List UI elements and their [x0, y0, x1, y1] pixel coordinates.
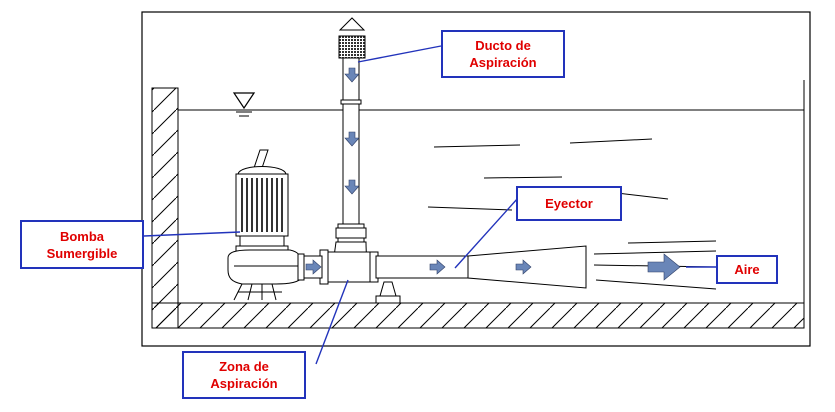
air-arrow-icon [647, 253, 681, 281]
right-arrow-icon [515, 259, 532, 275]
down-arrow-icon [344, 179, 360, 195]
ducto-label-line1: Ducto de [475, 38, 531, 53]
tank-wall-left [151, 87, 179, 329]
submersible-pump [227, 149, 323, 301]
right-arrow-icon [305, 259, 322, 275]
callout-eyector: Eyector [516, 186, 622, 221]
water-level-symbol [232, 92, 256, 117]
callout-aire: Aire [716, 255, 778, 284]
bomba-label-line1: Bomba [59, 228, 105, 244]
callout-ducto-aspiracion: Ducto de Aspiración [441, 30, 565, 78]
ducto-label-line2: Aspiración [469, 55, 537, 70]
flow-arrows [305, 67, 681, 281]
right-arrow-icon [429, 259, 446, 275]
down-arrow-icon [344, 131, 360, 147]
aire-label: Aire [734, 262, 760, 277]
callout-zona-aspiracion: Zona de Aspiración [182, 351, 306, 399]
bomba-label-line2: Sumergible [46, 245, 118, 261]
outer-frame [141, 11, 811, 347]
leader-lines [143, 45, 716, 365]
suction-duct [335, 17, 367, 243]
tank-floor [151, 302, 805, 329]
zona-label-line1: Zona de [219, 359, 269, 374]
zona-label-line2: Aspiración [210, 376, 278, 391]
eyector-label: Eyector [545, 196, 593, 211]
horizontal-pipe [319, 249, 469, 285]
pipe-support [375, 281, 401, 304]
down-arrow-icon [344, 67, 360, 83]
callout-bomba-sumergible: Bomba Sumergible [20, 220, 144, 269]
